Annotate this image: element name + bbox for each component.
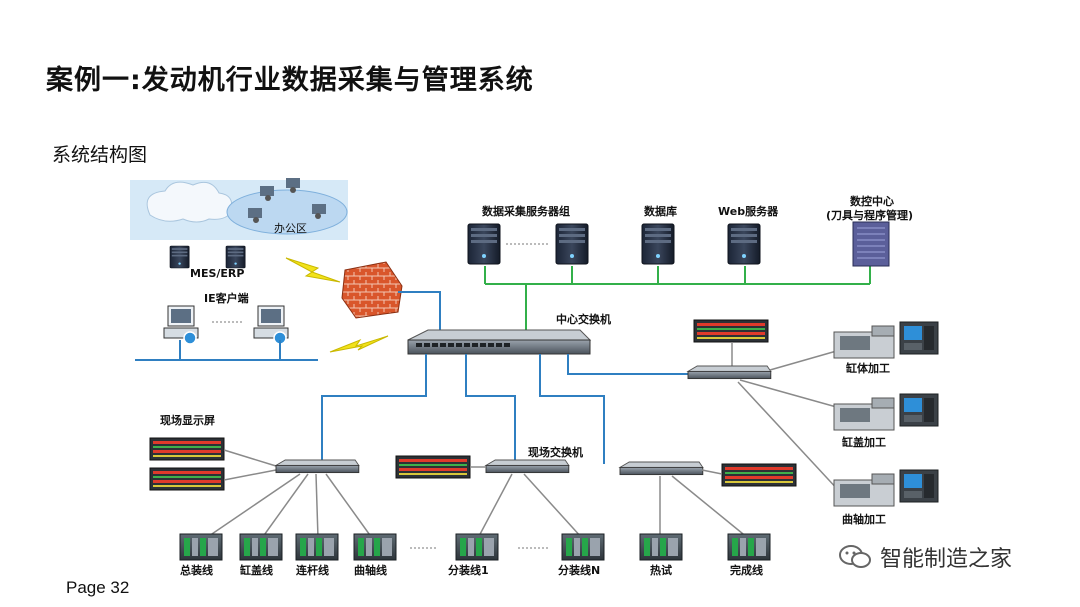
wechat-icon — [839, 545, 871, 568]
nc-center-label: 数控中心 — [850, 194, 894, 208]
mes-erp-label: MES/ERP — [190, 267, 244, 280]
display-screen-icon — [149, 467, 225, 491]
line-subn-label: 分装线N — [558, 563, 600, 577]
watermark: 智能制造之家 — [838, 541, 1012, 573]
line-heat-label: 热试 — [650, 563, 672, 577]
machining-switch-icon — [687, 365, 772, 380]
database-label: 数据库 — [644, 204, 677, 218]
firewall-icon — [341, 261, 403, 319]
line-assembly-label: 总装线 — [180, 563, 213, 577]
cnc-machine-icon — [833, 393, 939, 431]
lightning-icon — [329, 335, 389, 353]
cylinder-head-label: 缸盖加工 — [841, 435, 886, 449]
collection-server-icon — [467, 223, 501, 265]
line-head-label: 缸盖线 — [239, 563, 273, 577]
plc-cabinet-icon — [639, 533, 683, 561]
display-screen-icon — [395, 455, 471, 479]
plc-cabinet-icon — [561, 533, 605, 561]
server-group-label: 数据采集服务器组 — [482, 204, 570, 218]
office-zone-label: 办公区 — [274, 222, 307, 235]
lightning-icon — [285, 257, 341, 283]
web-server-icon — [727, 223, 761, 265]
field-switch-label: 现场交换机 — [528, 445, 583, 459]
database-server-icon — [641, 223, 675, 265]
collection-server-icon — [555, 223, 589, 265]
display-screen-icon — [149, 437, 225, 461]
office-zone-cloud: 办公区 — [130, 180, 348, 240]
plc-cabinet-icon — [353, 533, 397, 561]
diagram-subtitle: 系统结构图 — [52, 144, 148, 166]
mes-erp-server-icon — [169, 245, 246, 269]
plc-cabinet-icon — [179, 533, 223, 561]
line-crank-label: 曲轴线 — [354, 563, 387, 577]
cylinder-block-label: 缸体加工 — [845, 361, 890, 375]
field-switch-icon — [619, 461, 704, 476]
web-server-label: Web服务器 — [718, 204, 779, 218]
field-display-label: 现场显示屏 — [160, 413, 215, 427]
nc-center-sublabel: (刀具与程序管理) — [826, 208, 913, 222]
watermark-text: 智能制造之家 — [880, 547, 1013, 572]
plc-cabinet-icon — [455, 533, 499, 561]
display-screen-icon — [721, 463, 797, 487]
page-number: Page 32 — [66, 578, 130, 597]
nc-center-server-icon — [852, 221, 890, 267]
line-rod-label: 连杆线 — [296, 563, 329, 577]
client-pc-icon — [253, 305, 289, 345]
ie-client-label: IE客户端 — [204, 291, 249, 305]
field-switch-icon — [275, 459, 360, 474]
client-pc-icon — [163, 305, 199, 345]
plc-cabinet-icon — [295, 533, 339, 561]
line-finish-label: 完成线 — [730, 563, 763, 577]
crankshaft-machining-label: 曲轴加工 — [842, 512, 886, 526]
core-switch-label: 中心交换机 — [556, 312, 611, 326]
plc-cabinet-icon — [727, 533, 771, 561]
slide-title: 案例一:发动机行业数据采集与管理系统 — [46, 65, 534, 96]
line-sub1-label: 分装线1 — [448, 563, 489, 577]
cnc-machine-icon — [833, 469, 939, 507]
plc-cabinet-icon — [239, 533, 283, 561]
display-screen-icon — [693, 319, 769, 343]
core-switch-icon — [407, 329, 592, 355]
cnc-machine-icon — [833, 321, 939, 359]
field-switch-icon — [485, 459, 570, 474]
office-laptop-icon — [248, 178, 326, 223]
